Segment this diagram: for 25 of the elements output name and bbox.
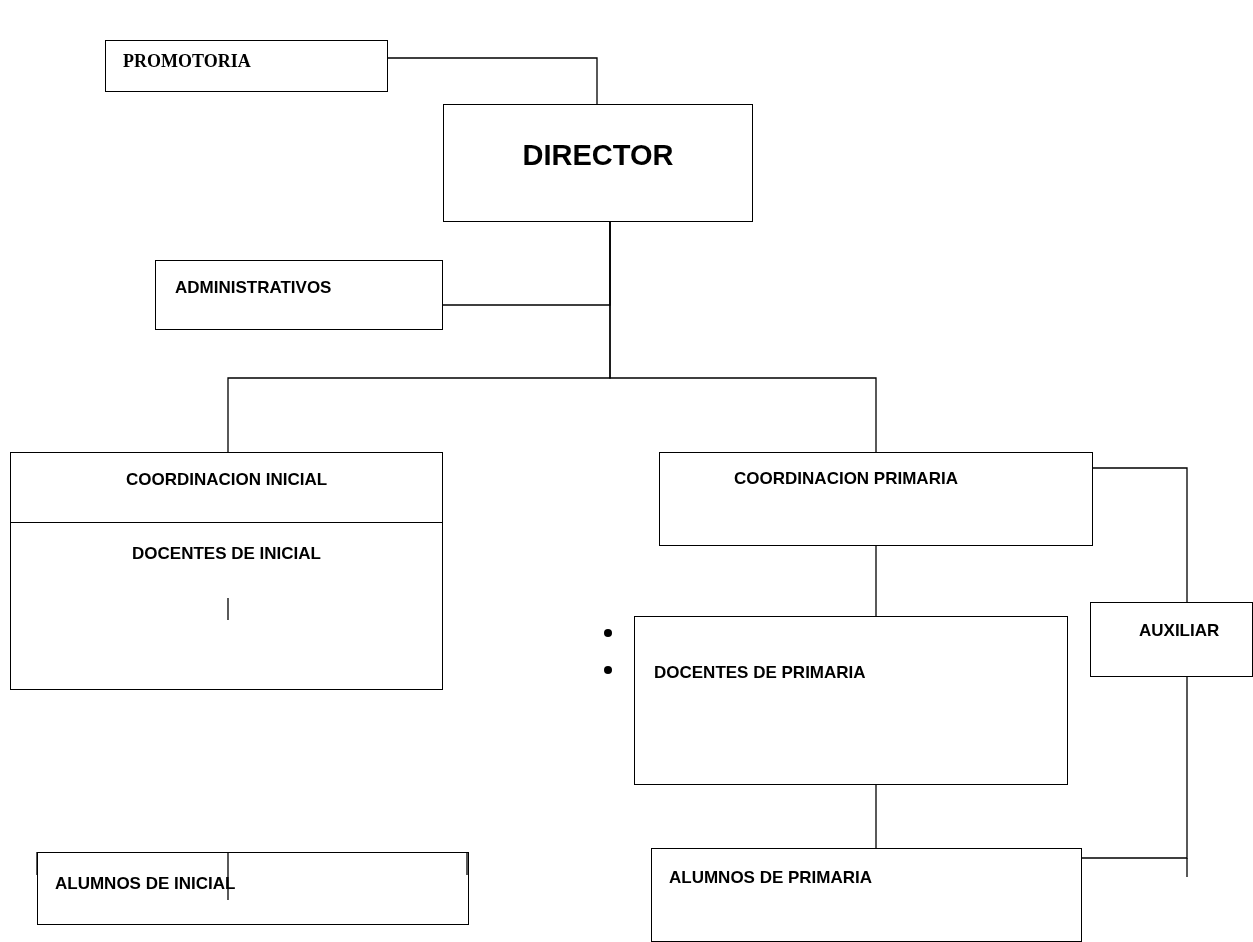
org-box xyxy=(659,452,1093,546)
org-box xyxy=(37,852,469,925)
role-label: DIRECTOR xyxy=(521,139,675,172)
role-label: ADMINISTRATIVOS xyxy=(175,278,332,298)
org-box xyxy=(105,40,388,92)
connector-line xyxy=(875,784,877,849)
connector-line xyxy=(875,545,877,617)
org-box xyxy=(10,452,443,523)
role-label: DOCENTES DE PRIMARIA xyxy=(654,663,866,683)
org-box xyxy=(634,616,1068,785)
role-label: DOCENTES DE INICIAL xyxy=(131,544,322,564)
connector-line xyxy=(1092,467,1188,603)
role-label: ALUMNOS DE PRIMARIA xyxy=(669,868,873,888)
connector-line xyxy=(387,57,598,105)
org-box xyxy=(1090,602,1253,677)
org-box xyxy=(10,522,443,690)
connector-line xyxy=(609,221,877,453)
role-label: COORDINACION INICIAL xyxy=(124,470,329,490)
org-box xyxy=(651,848,1082,942)
connector-line xyxy=(1081,676,1188,859)
role-label: COORDINACION PRIMARIA xyxy=(733,469,959,489)
org-box xyxy=(155,260,443,330)
role-label: AUXILIAR xyxy=(1139,621,1220,641)
org-box xyxy=(443,104,753,222)
role-label: PROMOTORIA xyxy=(123,51,251,72)
